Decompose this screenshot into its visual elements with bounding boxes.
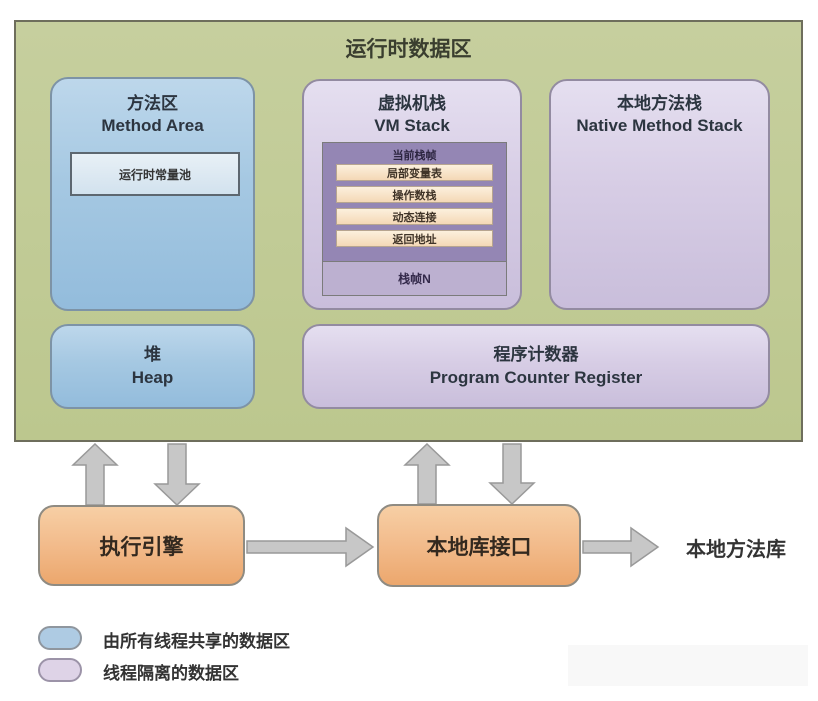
runtime-constant-pool-label: 运行时常量池 (118, 167, 191, 182)
native-library-interface-box: 本地库接口 (377, 504, 581, 587)
native-library-interface-label: 本地库接口 (426, 535, 532, 559)
vm-stack-box: 虚拟机栈 VM Stack 当前栈帧 局部变量表 操作数栈 动态连接 返回地址 … (302, 79, 522, 310)
heap-box: 堆 Heap (50, 324, 255, 409)
current-stack-frame-box: 当前栈帧 局部变量表 操作数栈 动态连接 返回地址 (323, 143, 506, 261)
legend-label-isolated: 线程隔离的数据区 (103, 664, 239, 683)
legend-swatch-shared (38, 626, 82, 650)
faint-background-rect (568, 645, 808, 686)
native-method-library-label: 本地方法库 (686, 539, 786, 561)
program-counter-register-box: 程序计数器 Program Counter Register (302, 324, 770, 409)
method-area-title-zh: 方法区 (127, 94, 178, 113)
arrow-down-runtime-to-engine (153, 443, 201, 506)
frame-row-operand-stack: 操作数栈 (336, 186, 493, 203)
method-area-title-en: Method Area (101, 116, 204, 136)
native-method-stack-title-zh: 本地方法栈 (617, 94, 702, 113)
runtime-constant-pool-box: 运行时常量池 (70, 152, 240, 196)
arrow-up-interface-to-runtime (403, 443, 451, 505)
stack-frame-n-box: 栈帧N (323, 261, 506, 295)
native-method-stack-box: 本地方法栈 Native Method Stack (549, 79, 770, 310)
current-stack-frame-label: 当前栈帧 (392, 149, 437, 162)
stack-frames-container: 当前栈帧 局部变量表 操作数栈 动态连接 返回地址 栈帧N (322, 142, 507, 296)
runtime-area-title: 运行时数据区 (345, 38, 472, 61)
pc-register-title-zh: 程序计数器 (493, 345, 579, 365)
legend-label-shared: 由所有线程共享的数据区 (103, 632, 290, 651)
arrow-right-engine-to-interface (246, 526, 375, 568)
arrow-up-engine-to-runtime (71, 443, 119, 506)
frame-row-return-address: 返回地址 (336, 230, 493, 247)
method-area-box: 方法区 Method Area 运行时常量池 (50, 77, 255, 311)
frame-row-dynamic-linking: 动态连接 (336, 208, 493, 225)
execution-engine-label: 执行引擎 (99, 535, 184, 559)
arrow-down-runtime-to-interface (488, 443, 536, 505)
pc-register-title-en: Program Counter Register (429, 367, 643, 387)
execution-engine-box: 执行引擎 (38, 505, 245, 586)
runtime-data-area: 运行时数据区 方法区 Method Area 运行时常量池 虚拟机栈 VM St… (14, 20, 803, 442)
vm-stack-title-zh: 虚拟机栈 (378, 94, 446, 113)
vm-stack-title-en: VM Stack (374, 116, 450, 136)
heap-title-en: Heap (131, 367, 174, 387)
arrow-right-interface-to-library (582, 526, 660, 568)
frame-row-local-variable-table: 局部变量表 (336, 164, 493, 181)
heap-title-zh: 堆 (144, 345, 161, 365)
native-method-stack-title-en: Native Method Stack (576, 116, 743, 136)
legend-swatch-isolated (38, 658, 82, 682)
